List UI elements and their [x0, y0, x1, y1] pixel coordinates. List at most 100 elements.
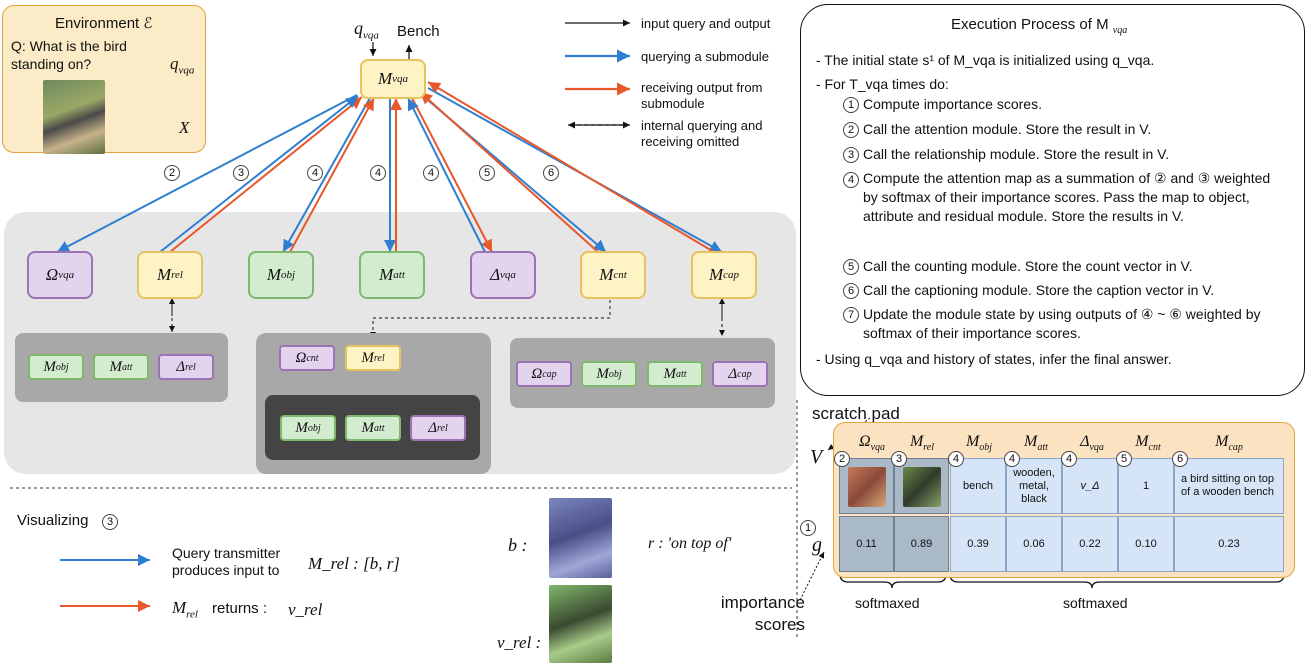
value-cell-delta: v_Δ	[1062, 458, 1118, 514]
score-cell: 0.89	[894, 516, 949, 572]
score-cell: 0.23	[1174, 516, 1284, 572]
col-header: Matt	[1024, 433, 1048, 454]
edge-number: 4	[370, 165, 386, 181]
row-number: 6	[1172, 451, 1188, 467]
edge-number: 2	[164, 165, 180, 181]
col-header: Mobj	[965, 433, 993, 454]
softmaxed-label-left: softmaxed	[855, 595, 920, 611]
step-number: 3	[843, 147, 859, 163]
scratch-g-label: g	[812, 534, 822, 556]
legend-item-receive: receiving output from submodule	[641, 80, 763, 111]
col-header: Mcap	[1215, 433, 1243, 454]
attention-image	[848, 467, 886, 507]
rel-returns-module: Mrel	[172, 598, 198, 621]
v-rel-image-label: v_rel :	[497, 633, 542, 652]
value-cell-cap: a bird sitting on top of a wooden bench	[1174, 458, 1284, 514]
visualizing-number: 3	[102, 514, 118, 530]
edge-number: 6	[543, 165, 559, 181]
step-text: Call the captioning module. Store the ca…	[863, 282, 1215, 298]
step-number: 7	[843, 307, 859, 323]
row-number: 4	[1004, 451, 1020, 467]
query-transmitter-text: Query transmitter produces input to	[172, 545, 281, 578]
score-cell: 0.06	[1006, 516, 1062, 572]
bench-output-label: Bench	[397, 23, 440, 40]
step-text: Update the module state by using outputs…	[863, 306, 1261, 341]
g-number: 1	[800, 520, 816, 536]
value-cell-obj: bench	[950, 458, 1006, 514]
step-number: 6	[843, 283, 859, 299]
step-text: Compute the attention map as a summation…	[863, 170, 1271, 224]
col-header: Ωvqa	[858, 433, 886, 454]
execution-line-init: - The initial state s¹ of M_vqa is initi…	[816, 52, 1155, 68]
rel-returns-text: returns :	[212, 600, 268, 617]
importance-scores-label: importance scores	[720, 593, 805, 634]
bird-image	[43, 80, 105, 154]
step-text: Compute importance scores.	[863, 96, 1042, 112]
value-cell-cnt: 1	[1118, 458, 1174, 514]
step-text: Call the counting module. Store the coun…	[863, 258, 1193, 274]
legend-item-internal: internal querying and receiving omitted	[641, 118, 763, 149]
score-cell: 0.39	[950, 516, 1006, 572]
legend-item-query: querying a submodule	[641, 49, 769, 64]
value-cell-omega	[839, 458, 894, 514]
edge-number: 5	[479, 165, 495, 181]
b-image	[549, 498, 612, 578]
step-number: 2	[843, 122, 859, 138]
row-number: 4	[948, 451, 964, 467]
row-number: 4	[1061, 451, 1077, 467]
environment-panel: Environment ℰ Q: What is the bird standi…	[2, 5, 206, 154]
col-header: Mcnt	[1135, 433, 1161, 454]
b-label: b :	[508, 535, 528, 555]
v-rel-image	[549, 585, 612, 663]
value-cell-rel	[894, 458, 949, 514]
score-cell: 0.11	[839, 516, 894, 572]
environment-q-var: qvqa	[170, 54, 195, 77]
step-text: Call the attention module. Store the res…	[863, 121, 1152, 137]
execution-panel: Execution Process of M vqa - The initial…	[800, 4, 1305, 396]
environment-x-var: X	[179, 118, 190, 137]
row-number: 5	[1116, 451, 1132, 467]
execution-final: - Using q_vqa and history of states, inf…	[816, 351, 1172, 367]
edge-number: 4	[423, 165, 439, 181]
step-number: 5	[843, 259, 859, 275]
visualizing-title: Visualizing	[17, 512, 89, 529]
environment-title: Environment ℰ	[55, 15, 153, 32]
row-number: 3	[891, 451, 907, 467]
score-cell: 0.22	[1062, 516, 1118, 572]
value-cell-att: wooden, metal, black	[1006, 458, 1062, 514]
r-label: r : 'on top of'	[648, 535, 732, 552]
step-number: 4	[843, 172, 859, 188]
step-number: 1	[843, 97, 859, 113]
scratch-pad-label: scratch pad	[812, 404, 900, 423]
score-cell: 0.10	[1118, 516, 1174, 572]
relationship-image	[903, 467, 941, 507]
environment-question: Q: What is the bird standing on?	[11, 38, 127, 72]
edge-number: 3	[233, 165, 249, 181]
edge-number: 4	[307, 165, 323, 181]
step-text: Call the relationship module. Store the …	[863, 146, 1170, 162]
col-header: Δvqa	[1080, 433, 1104, 454]
v-rel-label: v_rel	[288, 600, 323, 619]
execution-title: Execution Process of M vqa	[951, 16, 1128, 36]
softmaxed-label-right: softmaxed	[1063, 595, 1128, 611]
